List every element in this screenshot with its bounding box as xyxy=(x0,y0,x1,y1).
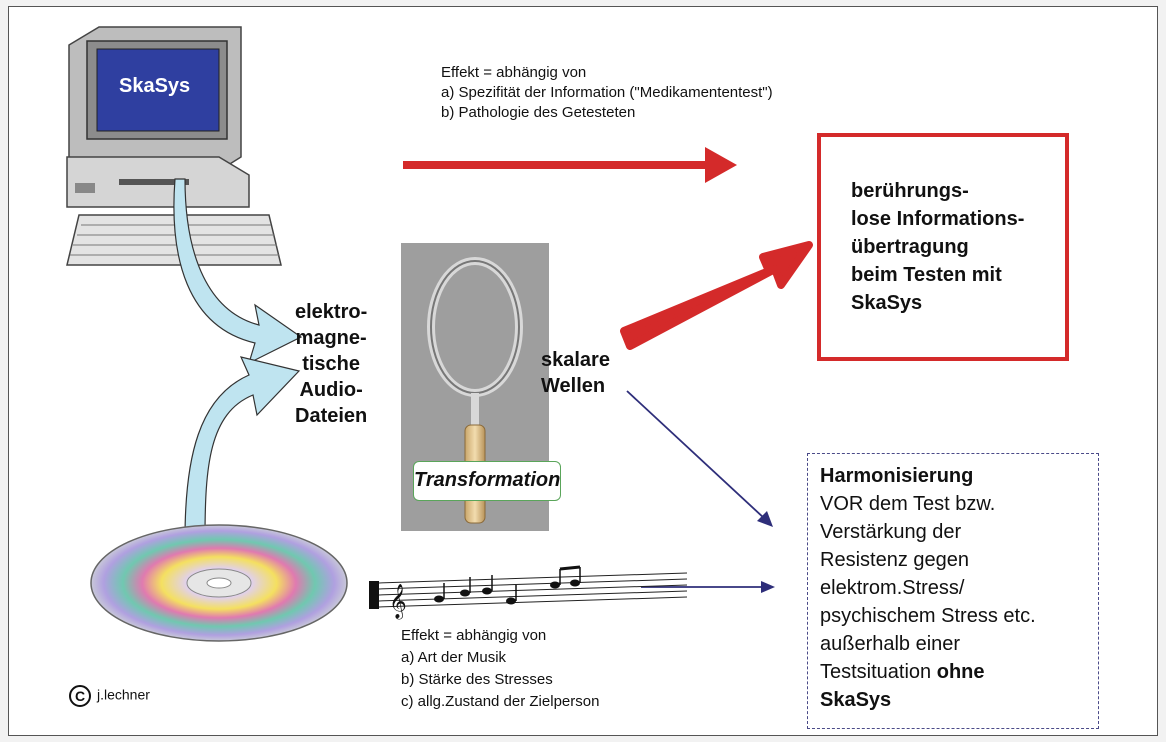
em-audio-files-label: elektro- magne- tische Audio- Dateien xyxy=(295,299,367,429)
diagram-canvas: 𝄞 SkaSys Effekt = abhängig von a) Spezif… xyxy=(8,6,1158,736)
red-arrow-horizontal xyxy=(403,147,737,183)
top-effect-item: a) Spezifität der Information ("Medikame… xyxy=(441,84,773,101)
harmonization-line: VOR dem Test bzw. xyxy=(820,493,996,515)
monitor-screen xyxy=(96,48,220,132)
top-effect-title: Effekt = abhängig von xyxy=(441,64,587,81)
harmonization-box: Harmonisierung VOR dem Test bzw. Verstär… xyxy=(807,453,1099,729)
drive-slot xyxy=(119,179,189,185)
computer-icon xyxy=(66,26,282,266)
bottom-effect-title: Effekt = abhängig von xyxy=(401,627,547,644)
contactless-transfer-box: berührungs- lose Informations- übertragu… xyxy=(817,133,1069,361)
blue-arrow-diagonal xyxy=(626,390,766,520)
red-box-line: SkaSys xyxy=(851,292,923,314)
bottom-effect-item: a) Art der Musik xyxy=(401,649,507,666)
harmonization-line: Testsituation ohne xyxy=(820,658,1036,686)
blue-arrow-diagonal-head xyxy=(757,511,773,527)
harmonization-text: Harmonisierung VOR dem Test bzw. Verstär… xyxy=(820,462,1036,714)
top-effect-item: b) Pathologie des Getesteten xyxy=(441,104,636,121)
top-effect-text: Effekt = abhängig von a) Spezifität der … xyxy=(441,63,773,123)
em-label-line: magne- xyxy=(295,327,367,349)
blue-arrow-horizontal-head xyxy=(761,581,775,593)
harmonization-bold: ohne xyxy=(936,661,985,683)
red-arrow-diagonal xyxy=(620,241,813,350)
copyright-icon: C xyxy=(69,685,91,707)
harmonization-heading: Harmonisierung xyxy=(820,465,974,487)
scalar-waves-label: skalare Wellen xyxy=(541,347,610,399)
copyright-author: j.lechner xyxy=(97,686,150,703)
red-box-line: übertragung xyxy=(851,236,969,258)
monitor-screen-label: SkaSys xyxy=(119,75,191,97)
keyboard-icon xyxy=(66,214,282,266)
harmonization-line: psychischem Stress etc. xyxy=(820,605,1036,627)
harmonization-plain: Testsituation xyxy=(820,661,937,683)
harmonization-line: Resistenz gegen xyxy=(820,549,969,571)
red-box-line: lose Informations- xyxy=(851,208,1025,230)
red-box-line: beim Testen mit xyxy=(851,264,1002,286)
em-label-line: Dateien xyxy=(295,405,368,427)
harmonization-line: außerhalb einer xyxy=(820,633,961,655)
bottom-effect-item: c) allg.Zustand der Zielperson xyxy=(401,693,600,710)
red-box-line: berührungs- xyxy=(851,180,969,202)
bottom-effect-item: b) Stärke des Stresses xyxy=(401,671,553,688)
cd-icon xyxy=(90,524,348,642)
em-label-line: elektro- xyxy=(295,301,368,323)
power-button xyxy=(75,183,95,193)
treble-clef-icon: 𝄞 xyxy=(389,584,407,620)
em-label-line: tische xyxy=(302,353,361,375)
bottom-effect-text: Effekt = abhängig von a) Art der Musik b… xyxy=(401,625,599,713)
scalar-label-line: skalare xyxy=(541,349,610,371)
scalar-label-line: Wellen xyxy=(541,375,606,397)
music-staff-icon: 𝄞 xyxy=(369,565,688,620)
harmonization-final: SkaSys xyxy=(820,689,892,711)
graphics-layer: 𝄞 xyxy=(66,26,813,642)
contactless-transfer-text: berührungs- lose Informations- übertragu… xyxy=(851,177,1024,317)
harmonization-line: elektrom.Stress/ xyxy=(820,577,965,599)
curved-arrow-cd-icon xyxy=(184,356,301,540)
harmonization-line: Verstärkung der xyxy=(820,521,962,543)
em-label-line: Audio- xyxy=(299,379,363,401)
transformation-label: Transformation xyxy=(413,461,561,501)
